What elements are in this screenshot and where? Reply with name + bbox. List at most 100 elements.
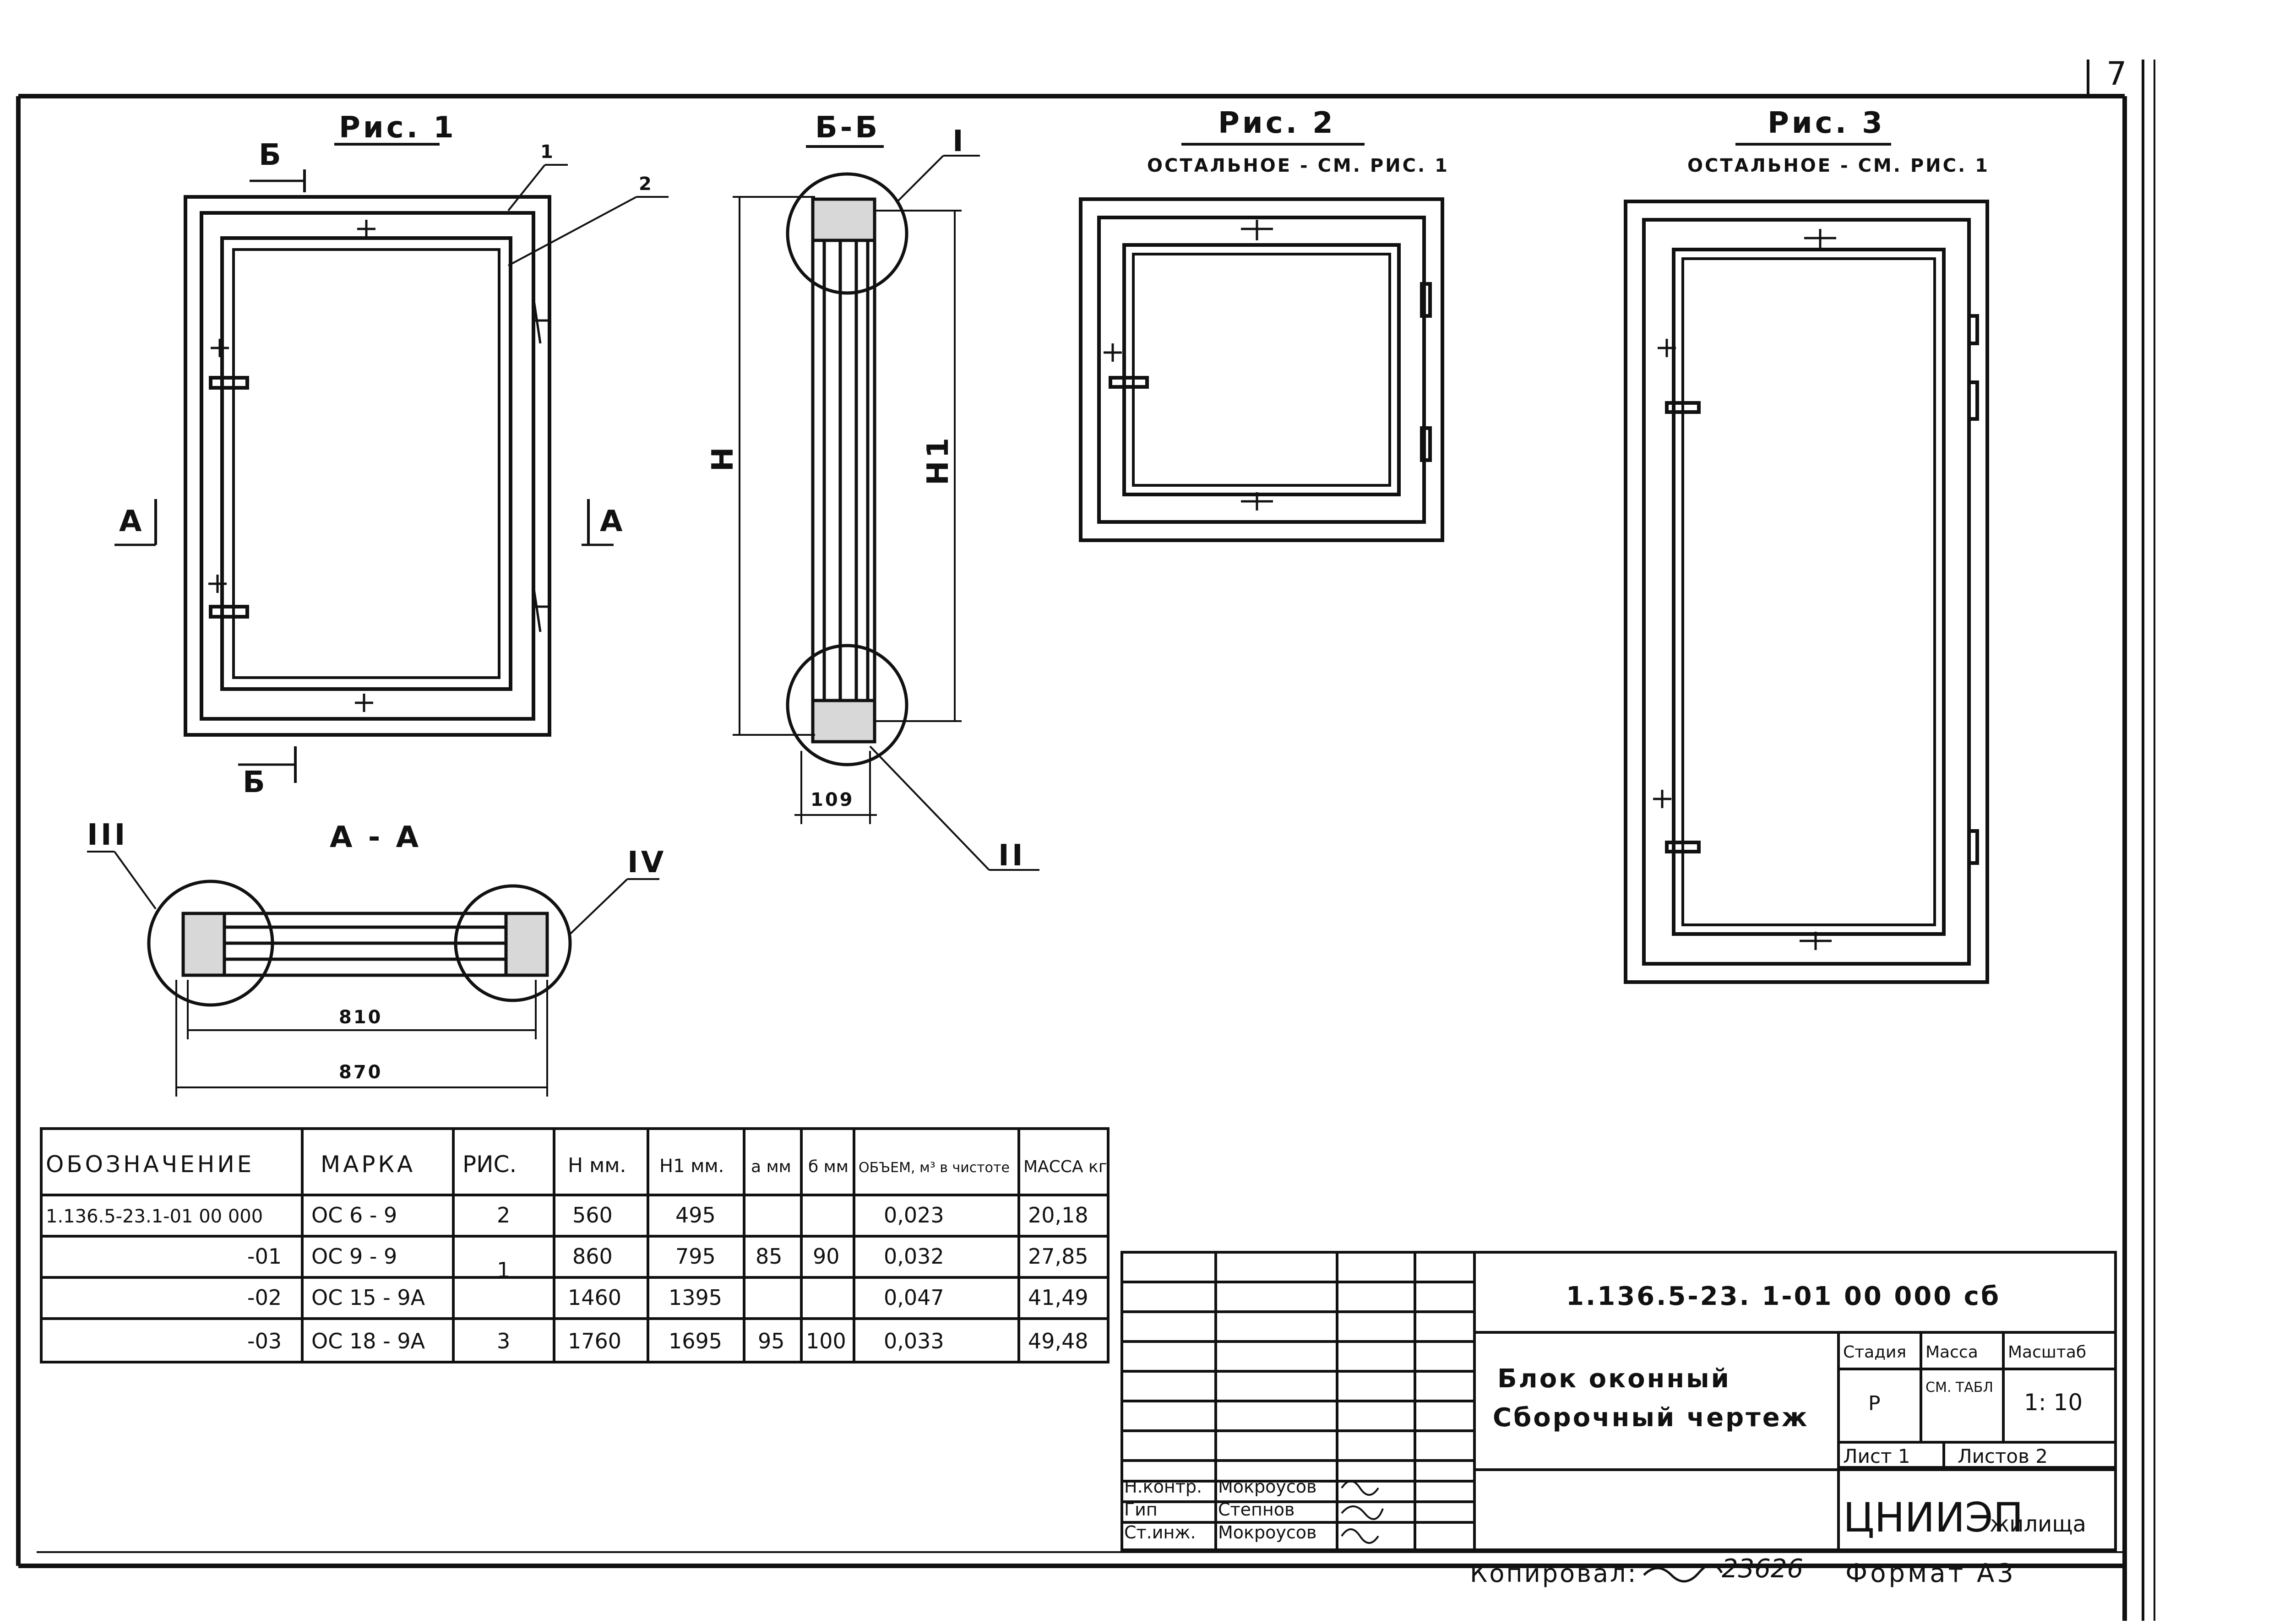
copied-signature <box>1643 1564 1723 1583</box>
callout-2: 2 <box>639 174 653 195</box>
footer: Копировал: 23626 Формат А3 <box>1470 1554 2016 1588</box>
row0-mark: ОС 6 - 9 <box>311 1203 397 1228</box>
header-fig: РИС. <box>462 1151 517 1178</box>
row1-mass: 27,85 <box>1028 1244 1088 1269</box>
header-mass: МАССА кг <box>1023 1157 1107 1176</box>
row3-h1: 1695 <box>669 1329 722 1353</box>
sheet-number: 7 <box>2106 55 2127 92</box>
header-h1: Н1 мм. <box>659 1156 724 1177</box>
dim-h: Н <box>706 444 740 472</box>
row3-h: 1760 <box>568 1329 621 1353</box>
figure-3-note: ОСТАЛЬНОЕ - СМ. РИС. 1 <box>1687 155 1990 176</box>
row3-mass: 49,48 <box>1028 1329 1088 1353</box>
row0-h: 560 <box>572 1203 613 1228</box>
node-2-label: II <box>998 839 1026 873</box>
role-3: Ст.инж. <box>1124 1522 1196 1543</box>
dim-870: 870 <box>339 1062 383 1083</box>
row0-h1: 495 <box>675 1203 716 1228</box>
row1-a: 85 <box>756 1244 783 1269</box>
section-bb-title: Б-Б <box>815 111 880 145</box>
sheet-label: Лист 1 <box>1843 1445 1910 1467</box>
stage-label: Стадия <box>1843 1343 1906 1362</box>
row0-mass: 20,18 <box>1028 1203 1088 1228</box>
header-b: б мм <box>808 1157 849 1176</box>
row3-mark: ОС 18 - 9А <box>311 1329 425 1353</box>
row1-volume: 0,032 <box>884 1244 944 1269</box>
node-3-label: III <box>87 818 128 852</box>
header-volume: ОБЪЕМ, м³ в чистоте <box>859 1160 1010 1176</box>
row2-h1: 1395 <box>669 1285 722 1310</box>
section-mark-a-right: А <box>600 505 626 538</box>
dim-h1: Н1 <box>921 435 955 485</box>
section-aa-title: А - А <box>330 820 421 854</box>
figure-1-title: Рис. 1 <box>339 111 457 145</box>
copied-number: 23626 <box>1722 1554 1803 1584</box>
scale-label: Масштаб <box>2008 1343 2086 1362</box>
header-designation: ОБОЗНАЧЕНИЕ <box>46 1151 254 1178</box>
signature-1 <box>1341 1480 1379 1496</box>
row0-volume: 0,023 <box>884 1203 944 1228</box>
dim-810: 810 <box>339 1007 383 1028</box>
table-row: -03 ОС 18 - 9А 3 1760 1695 95 100 0,033 … <box>247 1329 1088 1353</box>
row1-mark: ОС 9 - 9 <box>311 1244 397 1269</box>
figure-1: Рис. 1 1 2 Б Б <box>114 111 669 799</box>
signature-2 <box>1341 1505 1384 1520</box>
callout-1: 1 <box>540 141 555 163</box>
row0-designation: 1.136.5-23.1-01 00 000 <box>46 1206 263 1227</box>
section-mark-b-top: Б <box>259 138 284 172</box>
figure-2-note: ОСТАЛЬНОЕ - СМ. РИС. 1 <box>1147 155 1449 176</box>
row2-designation: -02 <box>247 1285 282 1310</box>
org-suffix: жилища <box>1990 1511 2086 1537</box>
sheets-label: Листов 2 <box>1958 1445 2048 1467</box>
copied-label: Копировал: <box>1470 1559 1638 1588</box>
row3-a: 95 <box>758 1329 785 1353</box>
node-4-label: IV <box>627 846 666 880</box>
sheet-frame <box>16 60 2155 1621</box>
row2-h: 1460 <box>568 1285 621 1310</box>
figure-3-title: Рис. 3 <box>1768 106 1885 140</box>
spec-table: ОБОЗНАЧЕНИЕ МАРКА РИС. Н мм. Н1 мм. а мм… <box>40 1127 1110 1363</box>
name-1: Мокроусов <box>1218 1477 1316 1497</box>
row3-fig: 3 <box>497 1329 510 1353</box>
section-bb: Б-Б Н Н1 <box>706 111 1039 873</box>
table-row: 1.136.5-23.1-01 00 000 ОС 6 - 9 2 560 49… <box>46 1203 1088 1228</box>
section-aa: А - А 810 870 III IV <box>87 818 666 1097</box>
fig1-crosses <box>208 220 549 712</box>
figure-2: Рис. 2 ОСТАЛЬНОЕ - СМ. РИС. 1 <box>1079 106 1449 542</box>
doc-code: 1.136.5-23. 1-01 00 000 сб <box>1566 1282 2001 1311</box>
section-mark-b-bottom: Б <box>243 766 268 799</box>
row0-fig: 2 <box>497 1203 510 1228</box>
org-name: ЦНИИЭП <box>1843 1494 2023 1541</box>
name-3: Мокроусов <box>1218 1522 1316 1543</box>
row3-b: 100 <box>806 1329 846 1353</box>
figure-3: Рис. 3 ОСТАЛЬНОЕ - СМ. РИС. 1 <box>1624 106 1990 984</box>
doc-name-line1: Блок оконный <box>1497 1364 1731 1394</box>
table-row: -01 ОС 9 - 9 860 795 85 90 0,032 27,85 <box>247 1244 1088 1269</box>
row1-h: 860 <box>572 1244 613 1269</box>
scale-value: 1: 10 <box>2024 1389 2083 1416</box>
row2-fig: 1 <box>497 1258 510 1282</box>
row1-h1: 795 <box>675 1244 716 1269</box>
row2-volume: 0,047 <box>884 1285 944 1310</box>
row1-designation: -01 <box>247 1244 282 1269</box>
dim-109: 109 <box>810 789 854 810</box>
format-label: Формат А3 <box>1845 1559 2016 1588</box>
header-mark: МАРКА <box>321 1151 415 1178</box>
row3-designation: -03 <box>247 1329 282 1353</box>
window-frame-1 <box>184 195 551 737</box>
stage-value: Р <box>1868 1392 1881 1415</box>
row2-mark: ОС 15 - 9А <box>311 1285 425 1310</box>
signature-3 <box>1341 1528 1379 1544</box>
row1-b: 90 <box>813 1244 840 1269</box>
doc-name-line2: Сборочный чертеж <box>1493 1403 1809 1433</box>
mass-value: СМ. ТАБЛ <box>1925 1380 1993 1396</box>
section-mark-a-left: А <box>119 505 145 538</box>
header-a: а мм <box>751 1157 791 1176</box>
header-h: Н мм. <box>568 1154 626 1177</box>
role-2: Гип <box>1124 1499 1158 1520</box>
title-block: 1.136.5-23. 1-01 00 000 сб Блок оконный … <box>1120 1251 2117 1551</box>
figure-2-title: Рис. 2 <box>1218 106 1336 140</box>
row2-mass: 41,49 <box>1028 1285 1088 1310</box>
node-1-label: I <box>952 125 966 158</box>
